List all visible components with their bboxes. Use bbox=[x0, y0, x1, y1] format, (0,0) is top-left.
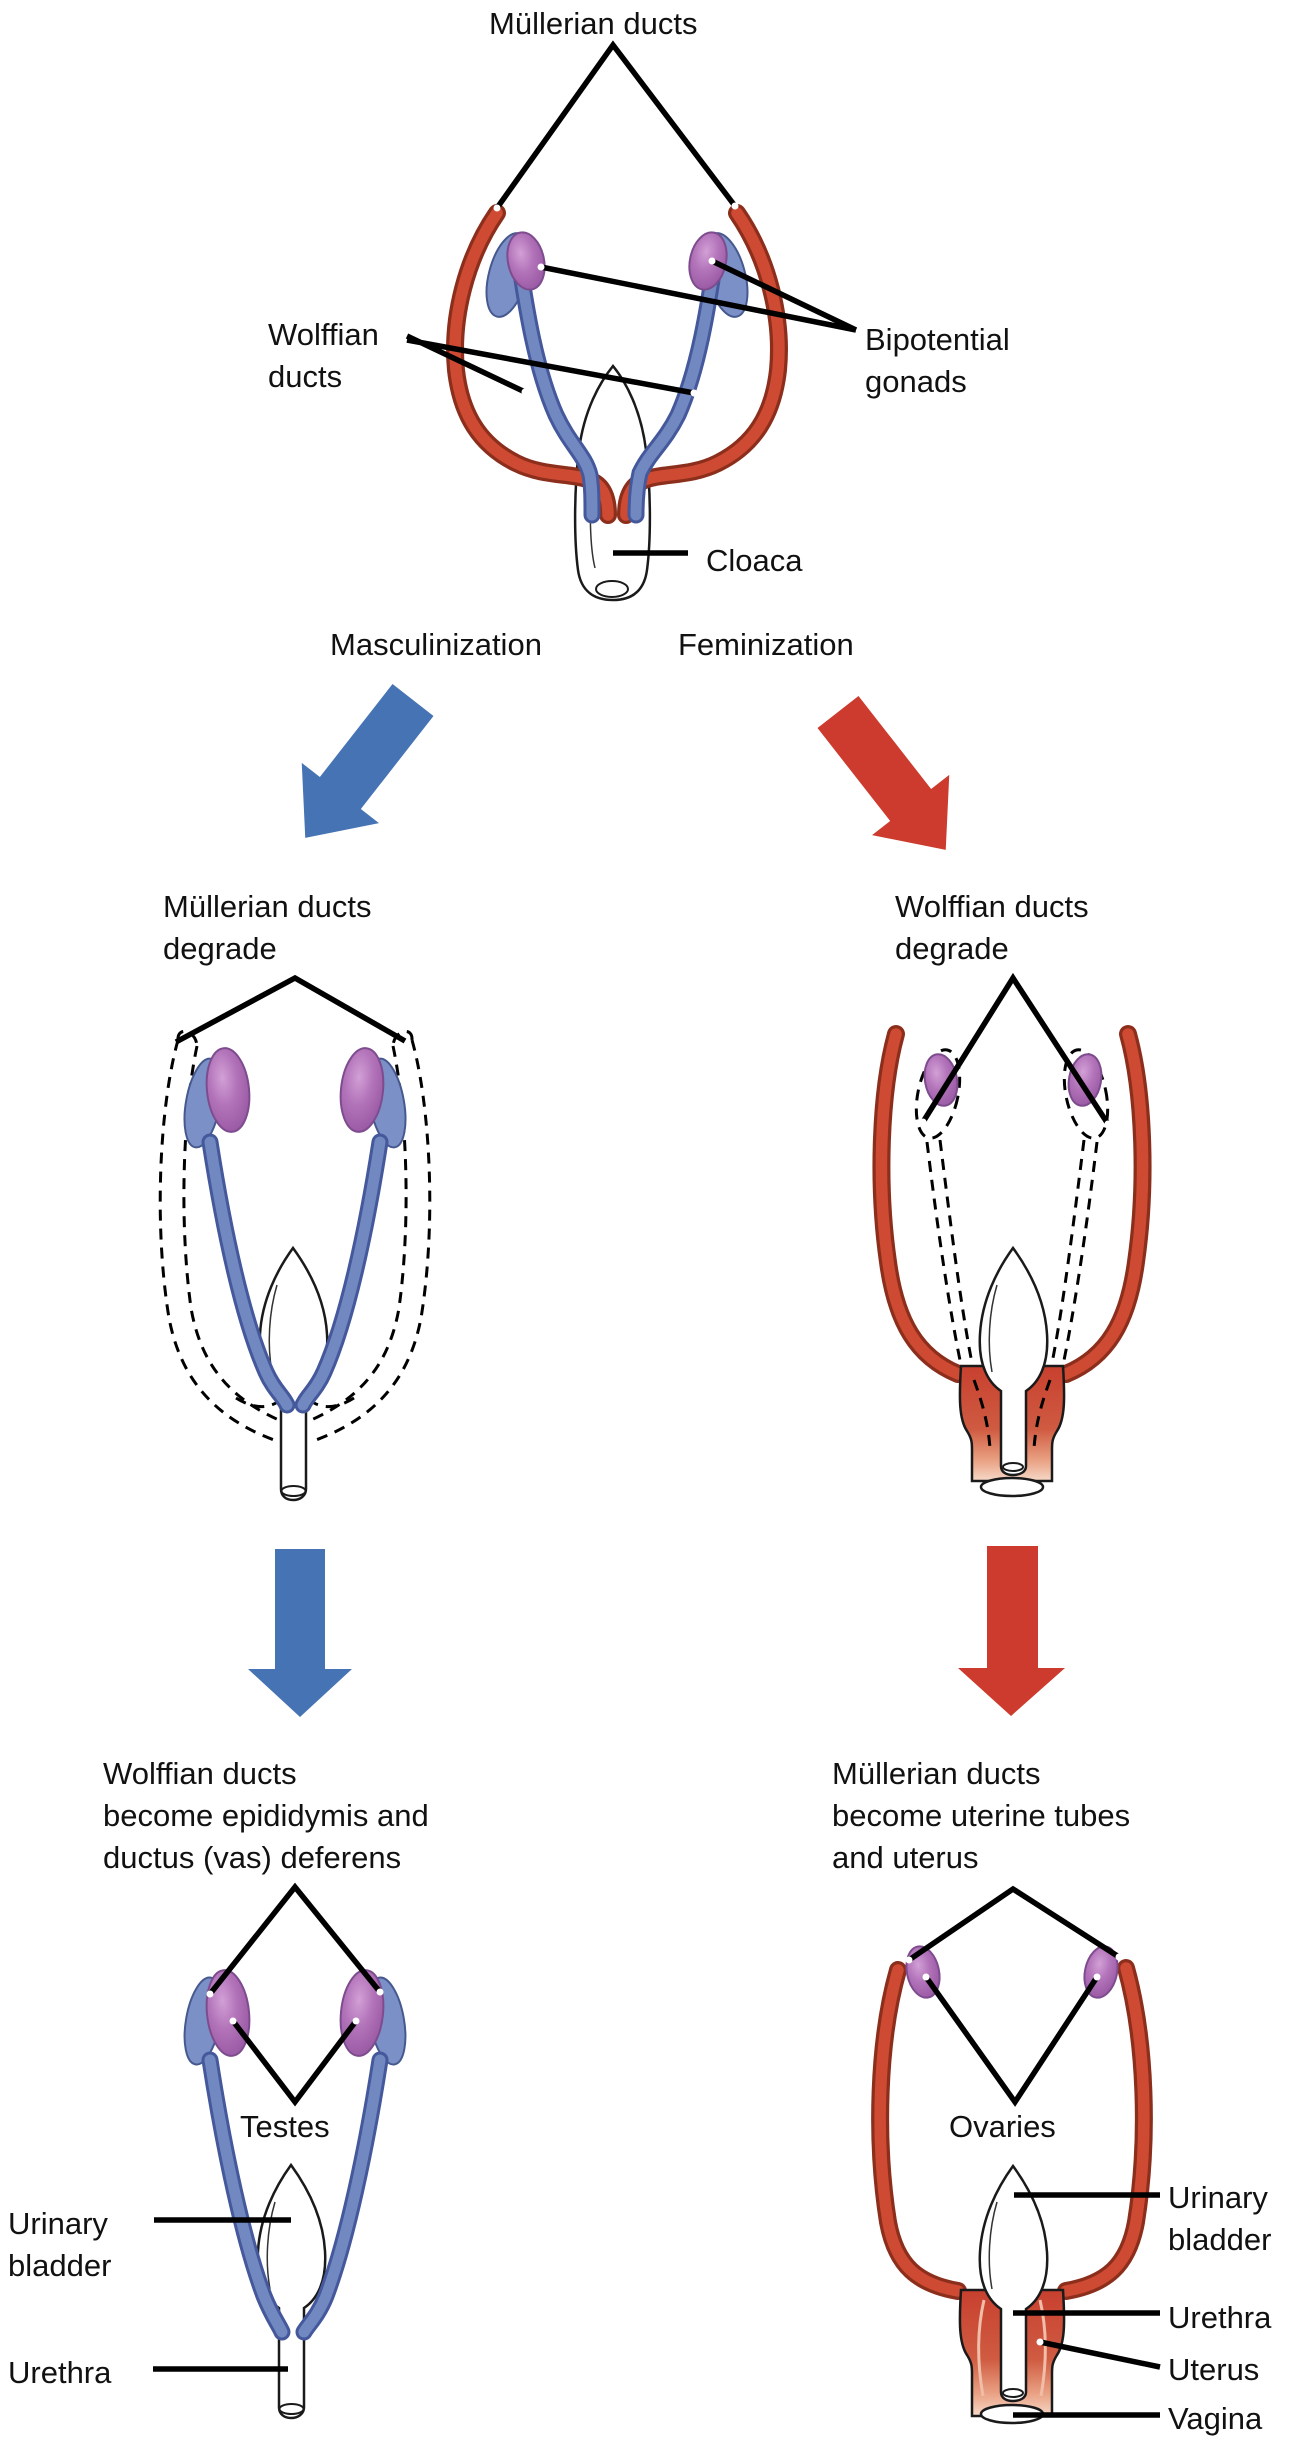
label-vagina: Vagina bbox=[1168, 2401, 1263, 2436]
label-muellerian-ducts-top: Müllerian ducts bbox=[489, 6, 698, 41]
label-wolffian-ducts-top: Wolffian ducts bbox=[268, 317, 379, 394]
bipotential-gonad-left bbox=[506, 231, 546, 291]
bipotential-pointer-lines bbox=[540, 258, 858, 333]
stage3-male-illustration bbox=[153, 1882, 407, 2420]
gonad-right bbox=[1067, 1053, 1103, 1107]
wolffian-pointer-lines bbox=[405, 333, 695, 396]
stage2-male-illustration bbox=[158, 974, 432, 1502]
masculinization-arrow bbox=[301, 683, 434, 838]
testes-pointer-lines bbox=[230, 2019, 359, 2107]
label-urinary-bladder-male: Urinary bladder bbox=[8, 2206, 112, 2283]
uterine-tube-left bbox=[880, 1970, 958, 2291]
label-wolffian-degrade: Wolffian ducts degrade bbox=[895, 889, 1089, 966]
label-feminization: Feminization bbox=[678, 627, 854, 662]
degrade-pointer-lines bbox=[174, 974, 407, 1045]
label-bipotential-gonads: Bipotential gonads bbox=[865, 322, 1010, 399]
label-uterus: Uterus bbox=[1168, 2352, 1260, 2387]
gonad-left bbox=[205, 1047, 251, 1133]
label-urethra-female: Urethra bbox=[1168, 2300, 1272, 2335]
vagina-opening bbox=[979, 1476, 1045, 1498]
testis-left bbox=[205, 1969, 251, 2057]
ovaries-pointer-lines bbox=[923, 1975, 1100, 2107]
gonad-left bbox=[923, 1053, 959, 1107]
male-down-arrow bbox=[248, 1549, 352, 1717]
label-urinary-bladder-female: Urinary bladder bbox=[1168, 2180, 1272, 2257]
label-muellerian-degrade: Müllerian ducts degrade bbox=[163, 889, 372, 966]
degrade-pointer-lines bbox=[920, 972, 1111, 1126]
bladder-shape bbox=[978, 1245, 1049, 1477]
gonad-right bbox=[339, 1047, 385, 1133]
label-muellerian-become: Müllerian ducts become uterine tubes and… bbox=[832, 1756, 1131, 1875]
testis-right bbox=[339, 1969, 385, 2057]
caption-pointer-lines bbox=[907, 1885, 1121, 1963]
female-down-arrow bbox=[958, 1546, 1065, 1716]
label-testes: Testes bbox=[240, 2109, 330, 2144]
label-cloaca: Cloaca bbox=[706, 543, 803, 578]
label-masculinization: Masculinization bbox=[330, 627, 542, 662]
stage3-female-illustration bbox=[880, 1885, 1161, 2425]
degraded-wolffian-ducts bbox=[914, 1048, 1110, 1371]
label-urethra-male: Urethra bbox=[8, 2355, 112, 2390]
label-ovaries: Ovaries bbox=[949, 2109, 1056, 2144]
stage2-female-illustration bbox=[881, 972, 1142, 1498]
muellerian-pointer-lines bbox=[494, 40, 738, 210]
label-wolffian-become: Wolffian ducts become epididymis and duc… bbox=[103, 1756, 429, 1875]
caption-pointer-lines bbox=[207, 1882, 383, 1996]
feminization-arrow bbox=[817, 695, 950, 850]
uterus-pointer-line bbox=[1039, 2339, 1161, 2370]
uterine-tube-right bbox=[1066, 1968, 1144, 2291]
stage1-illustration bbox=[405, 40, 858, 602]
bladder-shape bbox=[978, 2163, 1049, 2403]
